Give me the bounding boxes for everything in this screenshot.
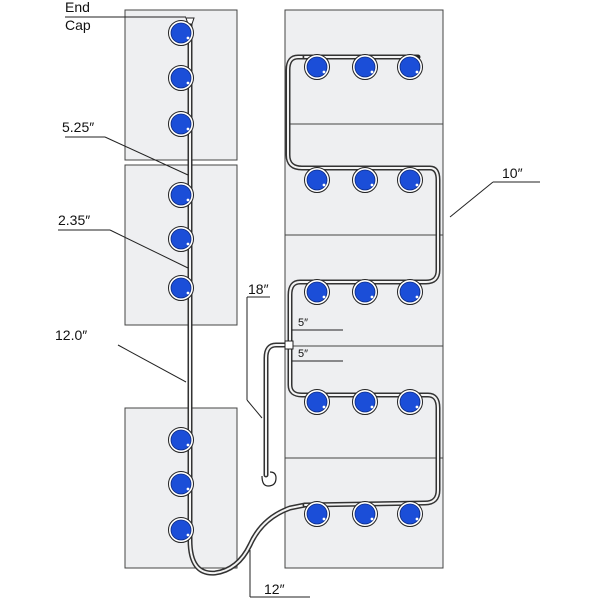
emitter <box>352 389 378 415</box>
emitter <box>168 182 194 208</box>
emitter <box>304 279 330 305</box>
spacing-top-pointer <box>104 136 189 176</box>
emitter <box>168 427 194 453</box>
emitter <box>397 54 423 80</box>
emitter <box>352 54 378 80</box>
leader-lines <box>58 16 540 598</box>
emitter <box>352 167 378 193</box>
emitter <box>168 226 194 252</box>
spacing-right-label: 10″ <box>502 165 523 181</box>
emitter <box>397 167 423 193</box>
emitter <box>304 501 330 527</box>
tubing <box>185 17 441 576</box>
emitter <box>168 111 194 137</box>
branch-lower-label: 5″ <box>298 348 308 360</box>
emitter <box>168 275 194 301</box>
emitter <box>168 65 194 91</box>
branch-upper-label: 5″ <box>298 317 308 329</box>
emitter <box>304 54 330 80</box>
emitter <box>304 389 330 415</box>
emitter <box>304 167 330 193</box>
spacing-mid-pointer <box>109 229 189 269</box>
emitter <box>397 279 423 305</box>
end-cap-fitting-bottom <box>261 471 277 487</box>
end-cap-label-line2: Cap <box>65 17 91 33</box>
spacing-top-label: 5.25″ <box>62 119 94 135</box>
labels: End Cap 5.25″ 2.35″ 12.0″ 18″ 10″ 5″ 5″ … <box>55 0 523 597</box>
emitter <box>352 279 378 305</box>
emitters <box>168 20 423 543</box>
tubing-length-label: 12.0″ <box>55 327 87 343</box>
feed-length-label: 18″ <box>248 281 269 297</box>
spacing-right-pointer <box>449 181 494 218</box>
bottom-length-label: 12″ <box>264 581 285 597</box>
emitter <box>168 20 194 46</box>
emitter <box>168 517 194 543</box>
feed-length-pointer <box>246 399 263 419</box>
spacing-mid-label: 2.35″ <box>58 212 90 228</box>
emitter <box>352 501 378 527</box>
emitter <box>168 471 194 497</box>
tubing-length-pointer <box>117 344 187 383</box>
emitter <box>397 501 423 527</box>
end-cap-label-line1: End <box>65 0 90 15</box>
tee-fitting <box>284 340 294 350</box>
emitter <box>397 389 423 415</box>
